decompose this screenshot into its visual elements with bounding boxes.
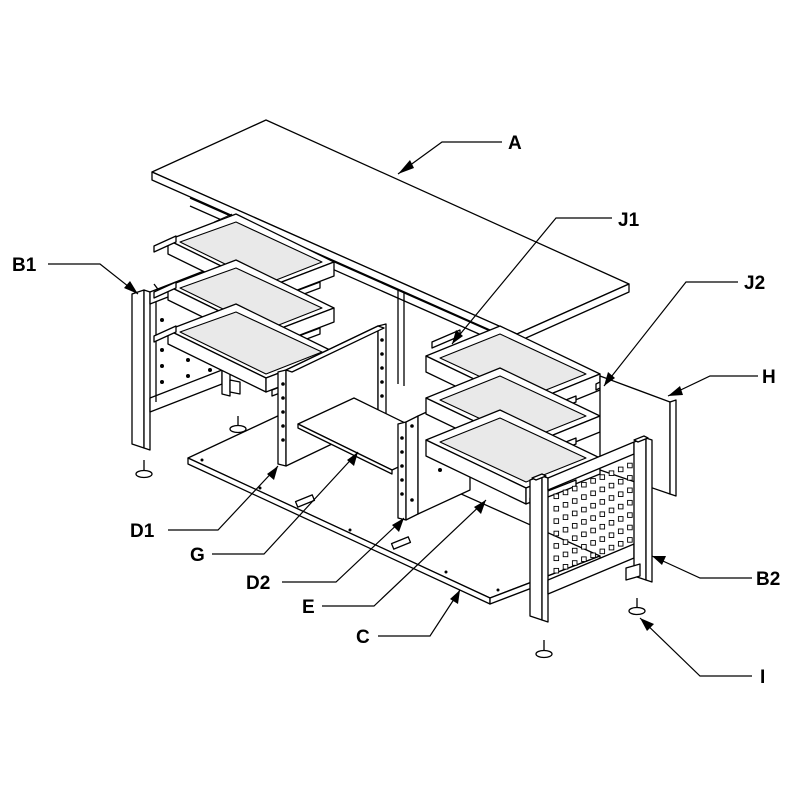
- pegboard-hole: [590, 502, 596, 509]
- pegboard-hole: [627, 487, 633, 494]
- divider-panel-d2: [397, 415, 419, 521]
- pegboard-hole: [608, 495, 615, 501]
- pegboard-hole: [590, 515, 596, 521]
- leveling-foot-i: [628, 598, 646, 616]
- pegboard-hole: [562, 489, 569, 496]
- label-a: A: [508, 133, 522, 154]
- pegboard-hole: [562, 514, 569, 520]
- label-j2: J2: [744, 273, 765, 294]
- label-b1: B1: [12, 255, 37, 276]
- pegboard-hole: [562, 539, 569, 545]
- leader-e: [322, 499, 487, 607]
- pegboard-hole: [599, 499, 606, 505]
- leader-i: [639, 617, 752, 677]
- pegboard-hole: [562, 526, 569, 533]
- leader-b2: [651, 555, 752, 579]
- pegboard-hole: [617, 503, 624, 510]
- pegboard-hole: [562, 551, 569, 558]
- leader-j1: [451, 217, 612, 345]
- leveling-foot-left-front: [135, 460, 153, 479]
- leader-d2: [282, 517, 405, 583]
- pegboard-hole: [599, 511, 606, 517]
- leveling-foot-left-rear: [229, 416, 247, 434]
- pegboard-hole: [571, 510, 578, 517]
- label-d2: D2: [246, 573, 270, 594]
- leader-b1: [48, 263, 139, 295]
- leader-c: [378, 589, 461, 637]
- pegboard-hole: [581, 506, 587, 513]
- pegboard-hole: [581, 494, 587, 500]
- side-frame-b2: [529, 435, 653, 623]
- pegboard-hole: [581, 481, 587, 488]
- pegboard-hole: [590, 490, 596, 497]
- pegboard-hole: [571, 560, 578, 566]
- label-c: C: [356, 627, 370, 648]
- pegboard-hole: [571, 547, 578, 554]
- pegboard-hole: [571, 523, 578, 529]
- pegboard-hole: [608, 532, 615, 538]
- pegboard-hole: [627, 512, 633, 518]
- label-b2: B2: [756, 569, 780, 590]
- pegboard-hole: [553, 505, 560, 512]
- pegboard-hole: [608, 470, 615, 476]
- label-d1: D1: [130, 521, 155, 542]
- leader-j2: [603, 281, 738, 387]
- pegboard-hole: [617, 491, 624, 497]
- pegboard-hole: [581, 544, 587, 550]
- pegboard-hole: [571, 535, 578, 541]
- pegboard-hole: [553, 543, 560, 549]
- pegboard-hole: [617, 478, 624, 485]
- pegboard-hole: [553, 567, 560, 574]
- pegboard-hole: [553, 518, 560, 524]
- pegboard-hole: [627, 524, 633, 531]
- pegboard-hole: [627, 462, 633, 469]
- pegboard-hole: [562, 502, 569, 508]
- pegboard-hole: [617, 466, 624, 473]
- leader-g: [212, 451, 359, 555]
- pegboard-hole: [617, 516, 624, 522]
- pegboard-hole: [599, 486, 606, 493]
- pegboard-hole: [617, 528, 624, 535]
- pegboard-hole: [590, 527, 596, 534]
- pegboard-hole: [553, 555, 560, 562]
- pegboard-hole: [581, 531, 587, 538]
- pegboard-hole: [553, 530, 560, 537]
- leader-h: [667, 375, 758, 397]
- label-h: H: [762, 367, 776, 388]
- label-i: I: [760, 667, 765, 688]
- worktop-a: [151, 119, 630, 343]
- pegboard-hole: [617, 541, 624, 547]
- pegboard-hole: [608, 507, 615, 514]
- pegboard-hole: [627, 475, 633, 481]
- label-g: G: [190, 545, 205, 566]
- pegboard-hole: [590, 540, 596, 546]
- pegboard-hole: [627, 537, 633, 543]
- pegboard-hole: [571, 485, 578, 492]
- pegboard-hole: [599, 523, 606, 530]
- leveling-foot-right-front: [535, 640, 553, 659]
- pegboard-hole: [581, 556, 587, 562]
- pegboard-hole: [608, 482, 615, 489]
- pegboard-hole: [590, 552, 596, 559]
- leader-a: [397, 141, 502, 175]
- leader-d1: [168, 465, 279, 531]
- pegboard-hole: [599, 536, 606, 542]
- pegboard-hole: [608, 544, 615, 551]
- label-e: E: [302, 597, 315, 618]
- pegboard-hole: [581, 519, 587, 525]
- pegboard-hole: [562, 564, 569, 570]
- pegboard-holes: [553, 462, 633, 574]
- pegboard-hole: [599, 548, 606, 555]
- pegboard-hole: [590, 478, 596, 484]
- pegboard-hole: [553, 493, 560, 500]
- pegboard-hole: [599, 474, 606, 480]
- pegboard-hole: [608, 520, 615, 526]
- pegboard-hole: [627, 499, 633, 506]
- pegboard-hole: [571, 498, 578, 504]
- label-j1: J1: [618, 210, 640, 231]
